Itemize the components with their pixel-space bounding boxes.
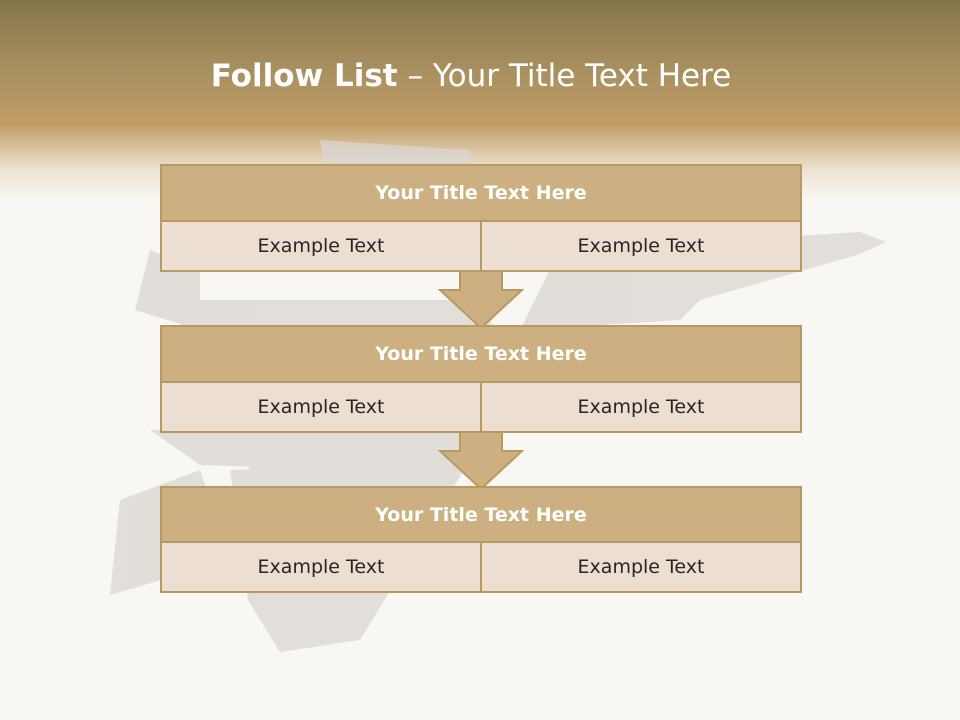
block-cell-right: Example Text [577,396,705,418]
block-cell-right: Example Text [577,235,705,257]
slide-title-rest: – Your Title Text Here [397,58,732,94]
block-cell-left: Example Text [162,543,482,591]
list-block-3[interactable]: Your Title Text Here Example Text Exampl… [160,486,802,593]
block-row: Example Text Example Text [162,222,800,270]
block-cell-left: Example Text [162,383,482,431]
block-row: Example Text Example Text [162,383,800,431]
block-cell-right: Example Text [577,556,705,578]
list-block-1[interactable]: Your Title Text Here Example Text Exampl… [160,164,802,272]
slide-title-bold: Follow List [210,58,398,94]
slide-title: Follow List – Your Title Text Here [0,54,942,98]
block-title: Your Title Text Here [162,166,800,222]
block-row: Example Text Example Text [162,543,800,591]
block-title: Your Title Text Here [162,327,800,383]
down-arrow-icon [438,431,524,491]
block-cell-left: Example Text [162,222,482,270]
down-arrow-icon [438,270,524,330]
block-title: Your Title Text Here [162,488,800,543]
list-block-2[interactable]: Your Title Text Here Example Text Exampl… [160,325,802,433]
